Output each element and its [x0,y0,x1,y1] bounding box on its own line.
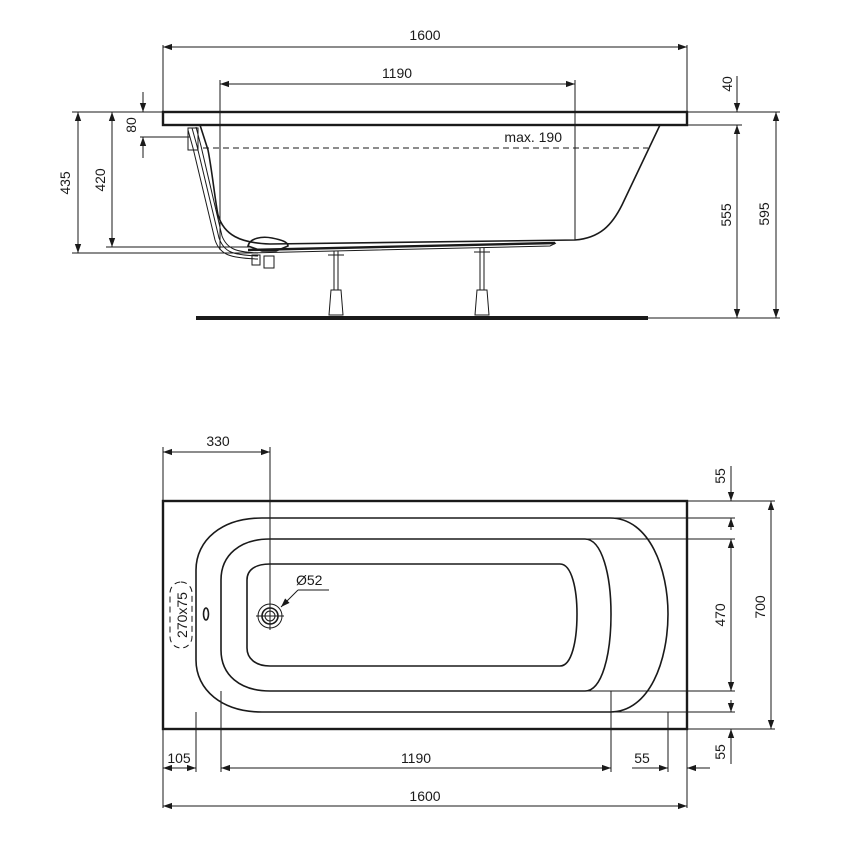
dim-overall-length: 1600 [409,27,440,43]
label-overflow-size: 270x75 [174,592,190,638]
dim-overflow-height: 435 [57,171,73,195]
dim-inner-length: 1190 [382,65,412,81]
rim [161,110,689,127]
overflow-cutout-outline [169,581,193,649]
label-max-water: max. 190 [504,129,562,145]
label-drain-diameter: Ø52 [296,572,323,588]
base-plate [247,241,556,252]
dim-overall-width: 700 [752,595,768,619]
dim-overflow-depth: 80 [123,117,139,133]
outer-rim [161,499,689,731]
top-view: Ø52 270x75 330 105 1190 55 1600 [161,433,775,810]
dim-bottom-overall-length: 1600 [409,788,440,804]
dim-body-height: 555 [718,203,734,227]
bowl-floor-contour [246,563,578,667]
base-plate-edge [247,242,557,254]
dim-bottom-margin: 55 [712,744,728,760]
dim-drain-height: 420 [92,168,108,192]
dim-rim-thickness: 40 [719,76,735,92]
dim-left-margin: 105 [167,750,191,766]
dim-total-height: 595 [756,202,772,226]
dim-drain-offset: 330 [206,433,230,449]
tub-body [199,124,661,245]
bowl-middle-contour [220,538,612,692]
support-legs [328,248,490,316]
dim-inner-width: 470 [712,603,728,627]
side-view: 1600 1190 max. 190 435 420 80 40 555 595 [57,27,780,320]
dim-right-margin: 55 [634,750,650,766]
dim-top-margin: 55 [712,468,728,484]
overflow-hole [202,607,210,621]
dim-bottom-inner-length: 1190 [401,750,431,766]
